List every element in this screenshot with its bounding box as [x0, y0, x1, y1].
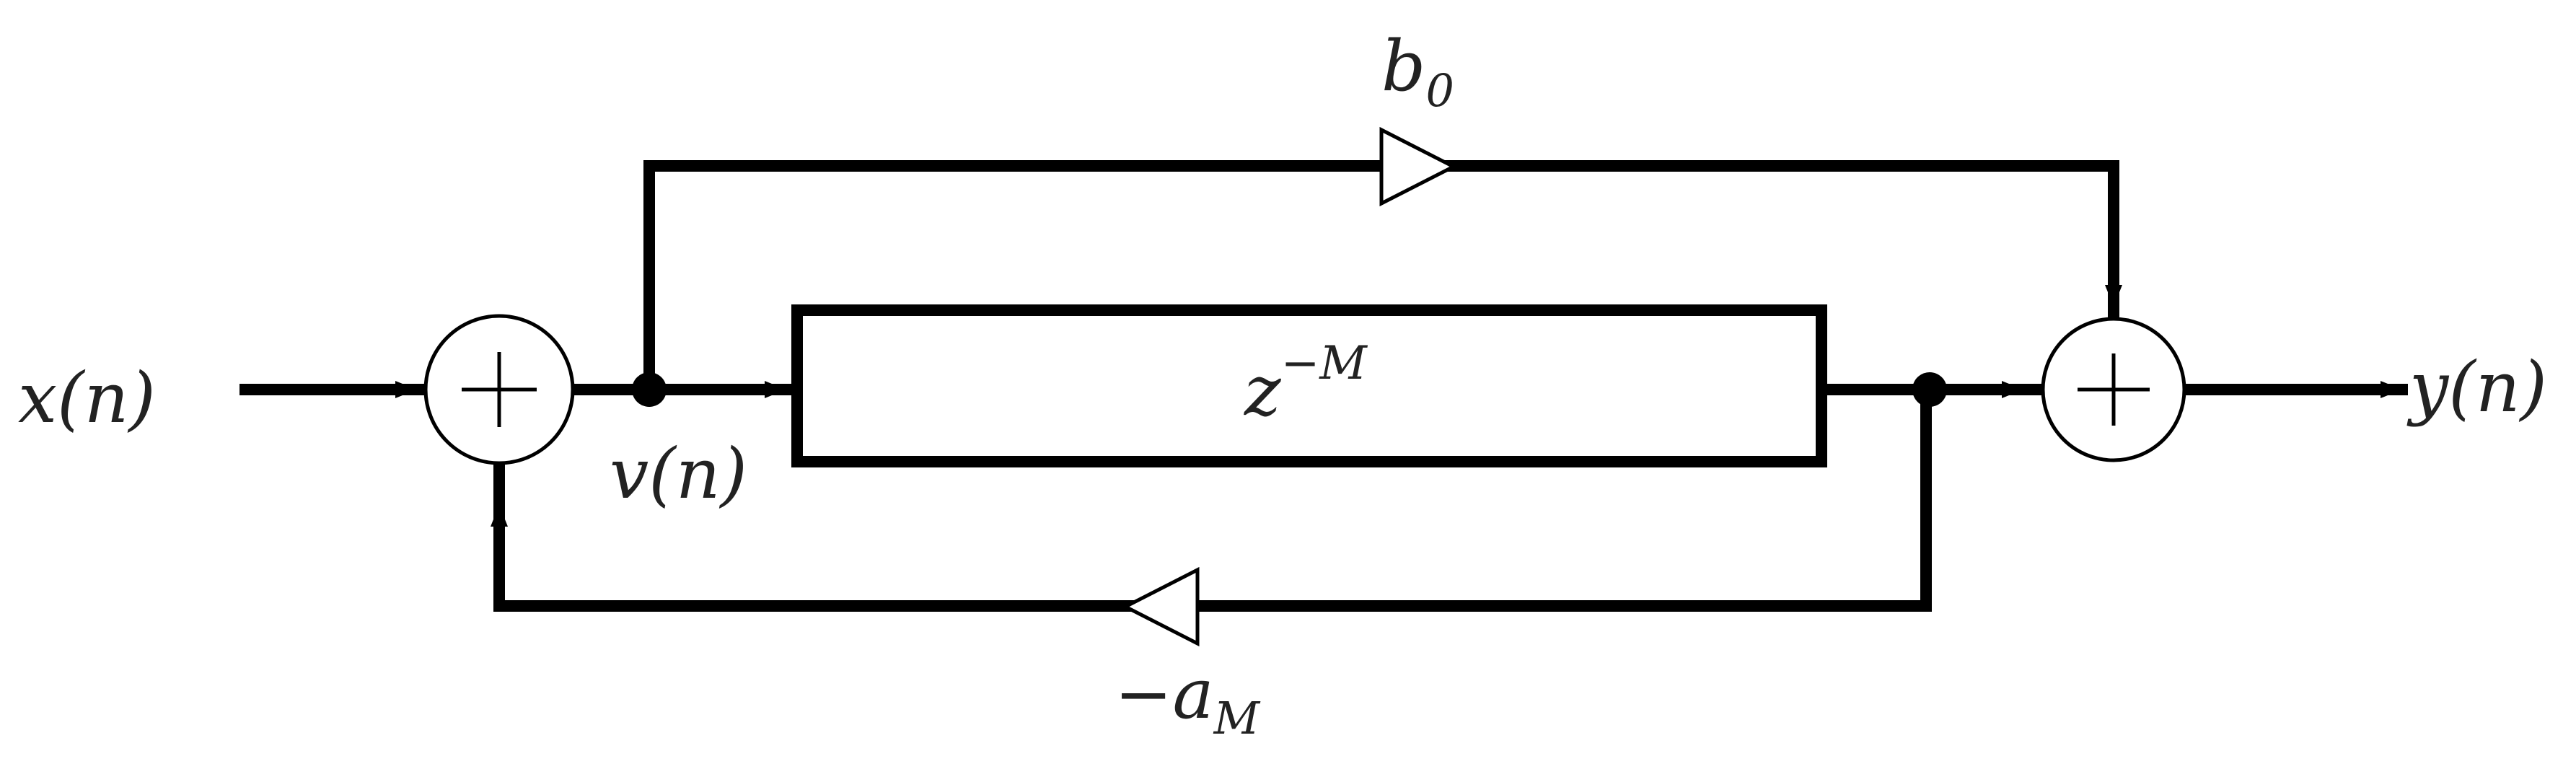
feedback-gain-triangle: [1121, 566, 1200, 647]
input-label: x(n): [18, 358, 156, 439]
feedback-gain-subscript: M: [1213, 692, 1261, 744]
input-arrowhead: [395, 381, 417, 398]
output-label: y(n): [2406, 347, 2547, 428]
v-label: v(n): [610, 434, 747, 514]
delay-block: [791, 304, 1827, 467]
feedback-gain-base: −a: [1115, 654, 1214, 734]
feedback-gain-label: −aM: [1115, 654, 1261, 744]
delay-output-node-dot: [1912, 372, 1947, 407]
output-adder: [2041, 317, 2186, 462]
delay-label: z−M: [1244, 337, 1368, 431]
feedback-arrowhead: [491, 505, 508, 527]
v-node-dot: [632, 372, 667, 407]
feedforward-arrowhead: [2105, 285, 2122, 307]
adder2-input-arrowhead: [2002, 381, 2023, 398]
delay-label-base: z: [1244, 351, 1282, 431]
input-adder: [423, 314, 575, 465]
feedback-wire: [493, 384, 1932, 612]
feedforward-gain-subscript: 0: [1425, 64, 1454, 117]
feedforward-gain-base: b: [1381, 26, 1425, 107]
delay-input-arrowhead: [765, 381, 786, 398]
delay-label-exponent: −M: [1281, 337, 1368, 390]
feedforward-gain-triangle: [1379, 126, 1458, 207]
output-arrowhead: [2381, 381, 2402, 398]
feedforward-gain-label: b0: [1381, 26, 1454, 117]
